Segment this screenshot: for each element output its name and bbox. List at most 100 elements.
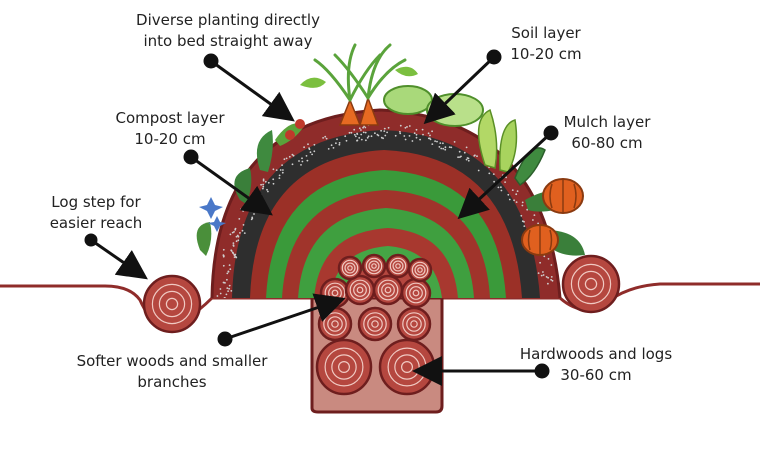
speckle [507, 193, 510, 196]
speckle [253, 213, 255, 215]
speckle [229, 233, 232, 236]
label-hardwoods: Hardwoods and logs 30-60 cm [506, 344, 686, 386]
speckle [335, 142, 337, 145]
speckle [533, 214, 536, 217]
soft-log [317, 306, 353, 342]
soft-log [337, 255, 363, 281]
speckle [222, 264, 225, 267]
speckle [403, 135, 406, 137]
speckle [338, 143, 341, 146]
speckle [537, 272, 540, 274]
speckle [267, 181, 270, 184]
speckle [227, 290, 230, 292]
speckle [360, 129, 362, 131]
speckle [338, 142, 341, 144]
speckle [523, 225, 526, 228]
speckle [292, 154, 295, 157]
speckle [288, 155, 291, 158]
speckle [399, 124, 402, 127]
speckle [300, 164, 302, 166]
speckle [237, 235, 240, 238]
speckle [429, 134, 431, 137]
speckle [428, 137, 431, 140]
speckle [345, 139, 348, 142]
label-log-step-line2: easier reach [49, 214, 143, 232]
speckle [243, 232, 246, 235]
label-softer-woods-line1: Softer woods and smaller [76, 352, 268, 370]
speckle [224, 297, 226, 298]
speckle [399, 130, 401, 133]
carrot-plants [300, 43, 418, 126]
speckle [515, 201, 518, 204]
speckle [278, 177, 281, 180]
speckle [545, 276, 548, 278]
speckle [383, 130, 386, 133]
speckle [239, 232, 241, 234]
soft-log [357, 306, 393, 342]
speckle [305, 155, 308, 157]
speckle [262, 183, 264, 186]
speckle [222, 248, 225, 251]
speckle [521, 204, 524, 207]
speckle [406, 126, 408, 128]
speckle [467, 157, 470, 160]
speckle [322, 137, 324, 139]
speckle [440, 147, 443, 150]
speckle [415, 133, 418, 136]
speckle [436, 140, 438, 143]
side-logs [142, 254, 621, 334]
speckle [360, 133, 363, 136]
speckle [550, 276, 553, 278]
label-soil-layer-line2: 10-20 cm [510, 45, 582, 63]
speckle [380, 129, 382, 132]
speckle [234, 253, 237, 256]
speckle [387, 126, 390, 129]
speckle [362, 131, 365, 134]
speckle [513, 199, 515, 202]
label-compost-layer: Compost layer 10-20 cm [100, 108, 240, 150]
speckle [376, 133, 379, 136]
speckle [467, 159, 470, 162]
speckle [229, 268, 232, 270]
speckle [408, 125, 411, 127]
speckle [543, 255, 546, 258]
speckle [550, 264, 553, 266]
speckle [303, 146, 305, 149]
speckle [219, 288, 222, 290]
speckle [399, 132, 402, 135]
soft-log [385, 253, 411, 279]
speckle [226, 272, 229, 275]
speckle [262, 185, 265, 188]
speckle [358, 137, 361, 139]
speckle [332, 147, 335, 149]
hardwood-log [378, 338, 436, 396]
speckle [281, 164, 283, 167]
soft-log [396, 306, 432, 342]
speckle [448, 146, 451, 149]
speckle [251, 217, 254, 220]
speckle [235, 240, 238, 243]
right-edge-log [561, 254, 621, 314]
speckle [330, 144, 333, 147]
label-diverse-planting-line1: Diverse planting directly [136, 11, 320, 29]
speckle [222, 254, 225, 257]
speckle [511, 189, 514, 192]
speckle [431, 143, 434, 146]
label-diverse-planting: Diverse planting directly into bed strai… [118, 10, 338, 52]
speckle [298, 160, 300, 162]
speckle [444, 148, 447, 151]
speckle [311, 153, 313, 156]
speckle [500, 189, 503, 192]
label-log-step-line1: Log step for [51, 193, 141, 211]
speckle [547, 258, 550, 260]
speckle [383, 127, 386, 130]
speckle [463, 151, 466, 154]
speckle [230, 249, 233, 252]
soft-log [407, 257, 433, 283]
speckle [228, 284, 231, 287]
speckle [264, 180, 267, 183]
speckle [500, 186, 502, 189]
speckle [360, 138, 363, 141]
speckle [272, 182, 275, 185]
speckle [422, 133, 424, 136]
